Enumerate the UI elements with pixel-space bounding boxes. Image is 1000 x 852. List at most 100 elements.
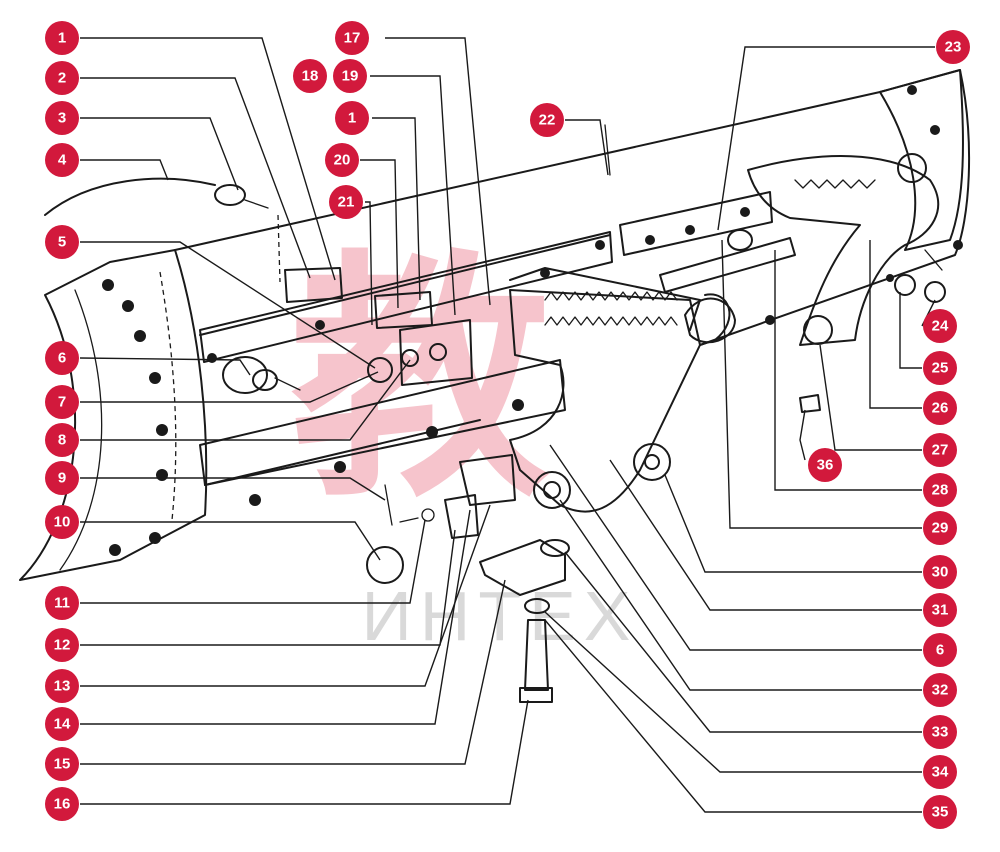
svg-text:14: 14 <box>54 716 71 733</box>
svg-text:23: 23 <box>945 39 962 56</box>
left-bolt <box>274 377 301 391</box>
callout-badge: 10 <box>45 505 79 539</box>
callout-badge: 1 <box>45 21 79 55</box>
svg-text:17: 17 <box>344 30 361 47</box>
washer-upper <box>401 349 419 367</box>
callout-badge: 28 <box>923 473 957 507</box>
pivot-rod <box>659 237 796 293</box>
callout-badge: 6 <box>45 341 79 375</box>
front-rail-bottom <box>199 359 566 486</box>
callout-badge: 16 <box>45 787 79 821</box>
callout-badge: 9 <box>45 461 79 495</box>
callout-badge: 8 <box>45 423 79 457</box>
bolt-shank <box>524 619 549 691</box>
callout-badge: 18 <box>293 59 327 93</box>
svg-text:11: 11 <box>54 595 70 612</box>
castle-nut-upper <box>367 357 393 383</box>
bracket-top-edge <box>509 267 701 331</box>
blade-left-curve <box>59 289 103 571</box>
right-lever-hole <box>897 153 927 183</box>
washer-large-bore <box>644 454 660 470</box>
callout-badge: 24 <box>923 309 957 343</box>
beam-upper-mid <box>199 234 611 336</box>
callout-badge: 14 <box>45 707 79 741</box>
callout-badge: 1 <box>335 101 369 135</box>
svg-text:30: 30 <box>932 564 949 581</box>
callout-badge: 32 <box>923 673 957 707</box>
callout-badge: 11 <box>45 586 79 620</box>
svg-text:16: 16 <box>54 796 71 813</box>
svg-text:27: 27 <box>932 442 949 459</box>
beam-top-mark <box>604 124 611 176</box>
svg-text:9: 9 <box>58 470 66 487</box>
right-lever-lower-hole <box>803 315 833 345</box>
leader-lines <box>79 37 936 813</box>
callout-badge: 35 <box>923 795 957 829</box>
callout-badge: 31 <box>923 593 957 627</box>
callout-badge: 20 <box>325 143 359 177</box>
mounting-plate-hole <box>429 343 447 361</box>
svg-text:31: 31 <box>932 602 949 619</box>
callout-badges: 1 2 3 4 5 6 7 8 9 10 11 12 13 14 15 16 1… <box>45 21 970 829</box>
svg-text:5: 5 <box>58 234 66 251</box>
svg-text:36: 36 <box>817 457 834 474</box>
left-boss <box>222 356 268 394</box>
small-bolt-right <box>799 394 821 413</box>
callout-badge: 22 <box>530 103 564 137</box>
callout-badge: 5 <box>45 225 79 259</box>
lower-bushing-bore <box>543 481 561 499</box>
callout-badge: 19 <box>333 59 367 93</box>
callout-badge: 13 <box>45 669 79 703</box>
right-lever-arm <box>747 155 940 346</box>
cable-bolt <box>244 199 269 209</box>
callout-badge: 17 <box>335 21 369 55</box>
clamp-block-upper <box>284 267 343 303</box>
svg-text:12: 12 <box>54 637 71 654</box>
svg-text:7: 7 <box>58 394 66 411</box>
rear-rail-top <box>619 191 773 256</box>
svg-text:22: 22 <box>539 112 556 129</box>
callout-badge: 3 <box>45 101 79 135</box>
washer-large <box>633 443 671 481</box>
svg-text:24: 24 <box>932 318 949 335</box>
svg-text:1: 1 <box>58 30 66 47</box>
washer-right <box>894 274 916 296</box>
callout-badge: 2 <box>45 61 79 95</box>
svg-text:15: 15 <box>54 756 71 773</box>
callout-badge: 25 <box>923 351 957 385</box>
nut-right <box>924 281 946 303</box>
lower-bushing <box>533 471 571 509</box>
svg-text:35: 35 <box>932 804 949 821</box>
blade-right-plate <box>879 69 964 251</box>
mounting-plate <box>399 319 473 386</box>
svg-text:13: 13 <box>54 678 71 695</box>
svg-text:33: 33 <box>932 724 949 741</box>
small-plate <box>444 494 479 539</box>
watermark-logo-text: ИНТЕХ <box>361 577 638 655</box>
quadrant-teeth-upper <box>544 291 678 301</box>
quadrant-teeth-lower <box>544 316 678 326</box>
bolt-head <box>519 687 553 703</box>
bolt-small <box>399 517 419 523</box>
cable <box>44 177 216 216</box>
callout-badge: 30 <box>923 555 957 589</box>
svg-text:20: 20 <box>334 152 351 169</box>
callout-badge: 26 <box>923 391 957 425</box>
svg-text:2: 2 <box>58 70 66 87</box>
left-boss-bore <box>252 369 278 391</box>
svg-text:4: 4 <box>58 152 67 169</box>
svg-text:18: 18 <box>302 68 319 85</box>
svg-text:28: 28 <box>932 482 949 499</box>
right-lever-rack <box>794 179 876 189</box>
svg-text:1: 1 <box>348 110 356 127</box>
washer-lower <box>540 539 570 557</box>
front-rail-top <box>199 231 613 363</box>
callout-badge: 33 <box>923 715 957 749</box>
callout-badge: 34 <box>923 755 957 789</box>
svg-text:21: 21 <box>338 194 355 211</box>
callout-badge: 23 <box>936 30 970 64</box>
nut-lower <box>524 598 550 614</box>
callout-badge: 21 <box>329 185 363 219</box>
